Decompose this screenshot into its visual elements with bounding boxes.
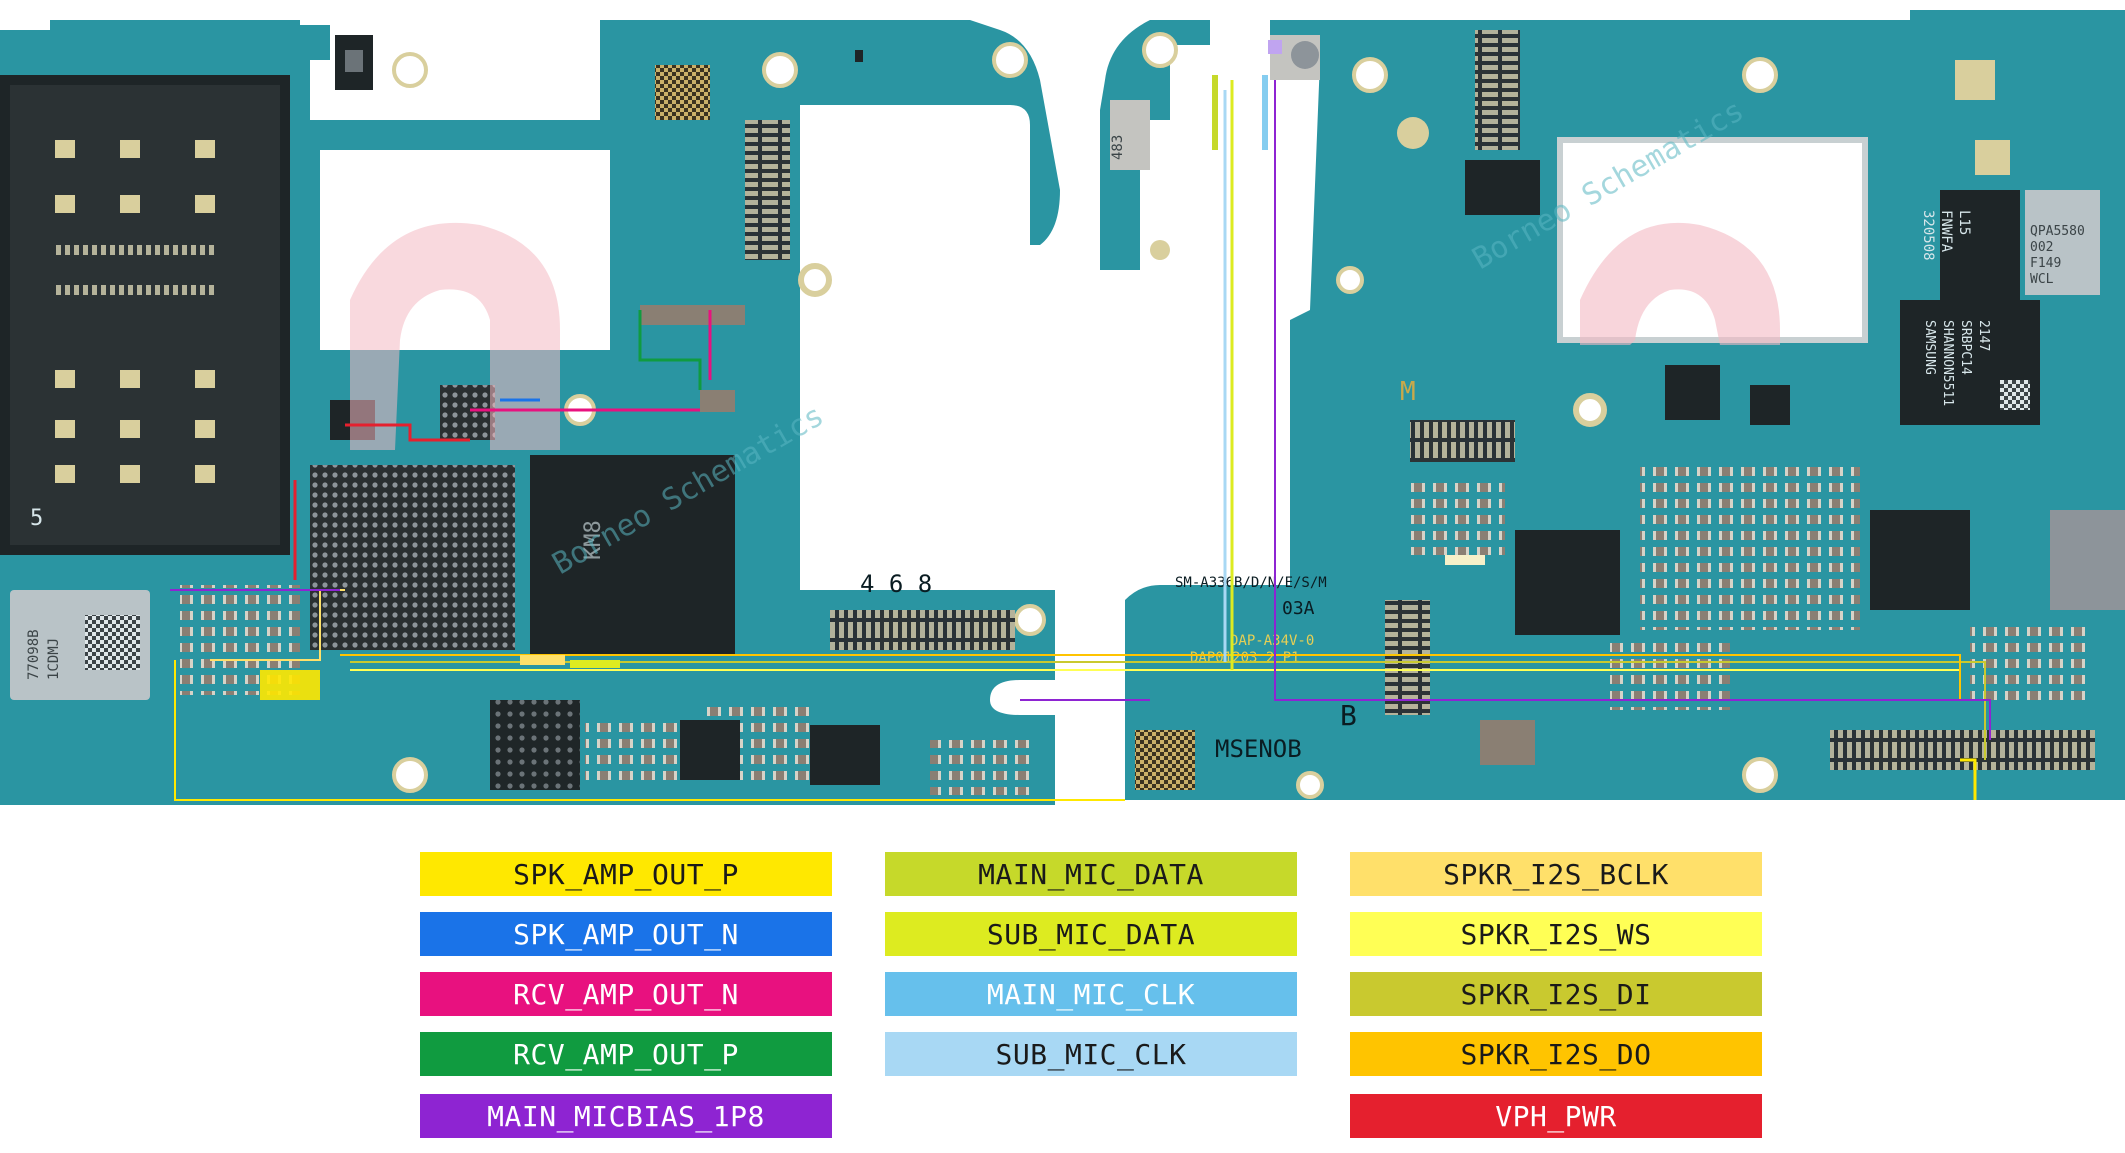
model-text: SM-A336B/D/N/E/S/M [1175, 575, 1327, 591]
rev-text: 03A [1282, 598, 1315, 619]
legend-spkr-i2s-ws: SPKR_I2S_WS [1350, 912, 1762, 956]
legend-sub-mic-clk: SUB_MIC_CLK [885, 1032, 1297, 1076]
chip-fnwfa: FNWFA [1938, 210, 1954, 253]
chip-wcl: WCL [2030, 272, 2054, 287]
board-code2: DAP01203 2 P1 [1190, 650, 1300, 666]
right-board: 483 L15 FNWFA 320508 QPA5580 002 F149 [1100, 10, 2125, 800]
legend-spk-amp-out-p: SPK_AMP_OUT_P [420, 852, 832, 896]
board-code: DAP-A34V-0 [1230, 633, 1314, 649]
legend-spkr-i2s-do: SPKR_I2S_DO [1350, 1032, 1762, 1076]
chip-f149: F149 [2030, 256, 2061, 271]
chip-483: 483 [1110, 135, 1126, 160]
chip-srbpc: SRBPC14 [1958, 320, 1973, 375]
legend-vph-pwr: VPH_PWR [1350, 1094, 1762, 1138]
mark-b: B [1340, 699, 1357, 732]
legend-spk-amp-out-n: SPK_AMP_OUT_N [420, 912, 832, 956]
pcb-diagram: 5 77098B 1CDMJ KM8 [0, 10, 2125, 805]
chip-l15: L15 [1956, 210, 1972, 235]
chip-2147: 2147 [1976, 320, 1991, 351]
legend-main-micbias-1p8: MAIN_MICBIAS_1P8 [420, 1094, 832, 1138]
legend-main-mic-data: MAIN_MIC_DATA [885, 852, 1297, 896]
legend-spkr-i2s-di: SPKR_I2S_DI [1350, 972, 1762, 1016]
mark-m: M [1400, 377, 1416, 407]
legend-spkr-i2s-bclk: SPKR_I2S_BCLK [1350, 852, 1762, 896]
chip-320508: 320508 [1920, 210, 1936, 261]
left-board: 5 77098B 1CDMJ KM8 [0, 20, 1060, 805]
svg-text:KM8: KM8 [581, 520, 606, 560]
legend-rcv-amp-out-n: RCV_AMP_OUT_N [420, 972, 832, 1016]
board-number-468: 4 6 8 [860, 570, 932, 598]
chip-samsung: SAMSUNG [1922, 320, 1937, 375]
chip-shannon: SHANNON5511 [1940, 320, 1955, 406]
chip-left-code2: 1CDMJ [46, 638, 62, 680]
legend-rcv-amp-out-p: RCV_AMP_OUT_P [420, 1032, 832, 1076]
legend-sub-mic-data: SUB_MIC_DATA [885, 912, 1297, 956]
sim-pads [55, 140, 215, 483]
sim-number: 5 [30, 506, 43, 531]
legend-main-mic-clk: MAIN_MIC_CLK [885, 972, 1297, 1016]
board-name: MSENOB [1215, 735, 1302, 763]
chip-left-code: 77098B [26, 629, 42, 680]
chip-qpa: QPA5580 [2030, 224, 2085, 239]
chip-002: 002 [2030, 240, 2053, 255]
signal-traces [170, 75, 1991, 801]
